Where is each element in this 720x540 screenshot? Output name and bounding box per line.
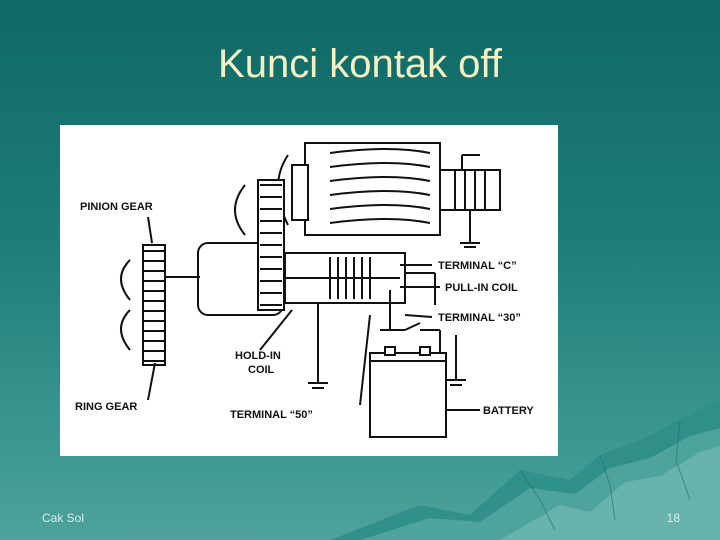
pinion-teeth [260, 184, 282, 306]
rotation-arrow-pinion [234, 184, 246, 236]
label-battery: BATTERY [483, 405, 534, 417]
footer-author: Cak Sol [42, 511, 85, 525]
battery-body [369, 356, 447, 438]
ring-gear [142, 244, 166, 366]
arrow-terminal-30 [404, 314, 433, 318]
label-hold-in-1: HOLD-IN [235, 350, 281, 362]
label-terminal-c: TERMINAL “C” [438, 260, 517, 272]
label-pinion-gear: PINION GEAR [80, 201, 153, 213]
field-coil-windings [329, 148, 431, 224]
label-hold-in-2: COIL [248, 364, 275, 376]
ring-rotation-arrow-2 [120, 309, 131, 351]
starter-circuit-drawing: PINION GEAR RING GEAR HOLD-IN COIL TERMI… [75, 142, 534, 438]
arrow-terminal-50 [359, 314, 371, 406]
arrow-hold-in-coil [259, 309, 293, 351]
label-pull-in-coil: PULL-IN COIL [445, 282, 518, 294]
arrow-ring-gear [147, 362, 156, 401]
starter-motor-diagram: PINION GEAR RING GEAR HOLD-IN COIL TERMI… [60, 125, 558, 456]
arrow-pinion-gear [147, 216, 153, 244]
ring-rotation-arrow-1 [120, 259, 131, 301]
armature-shaft [439, 169, 501, 211]
slide-title: Kunci kontak off [218, 42, 502, 86]
label-terminal-50: TERMINAL “50” [230, 409, 313, 421]
label-terminal-30: TERMINAL “30” [438, 312, 521, 324]
page-number: 18 [666, 511, 680, 525]
label-ring-gear: RING GEAR [75, 401, 137, 413]
